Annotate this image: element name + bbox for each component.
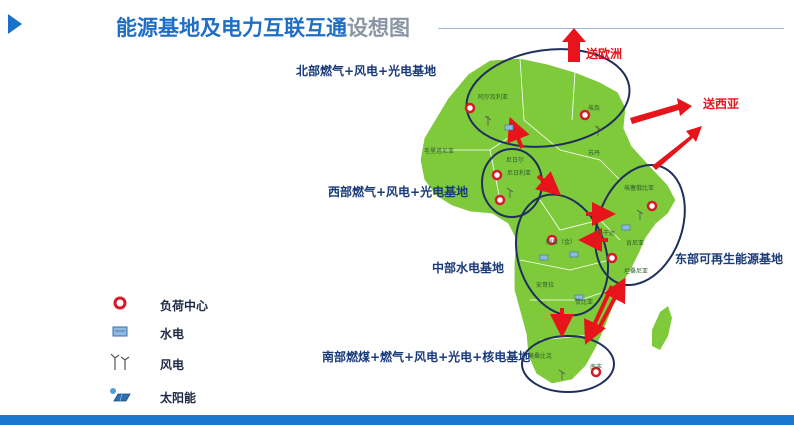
country-label: 坦桑尼亚 xyxy=(624,268,649,275)
legend-solar-label: 太阳能 xyxy=(160,391,197,405)
wind-icon xyxy=(636,209,644,220)
north-region-label: 北部燃气+风电+光电基地 xyxy=(296,64,437,78)
west-region-label: 西部燃气+风电+光电基地 xyxy=(328,185,469,199)
country-label: 莫桑比克 xyxy=(528,353,553,360)
wind-icon xyxy=(558,369,566,380)
wind-icon xyxy=(506,187,514,198)
interconnection-arrows xyxy=(507,28,702,345)
title-suffix: 设想图 xyxy=(347,16,410,40)
title-arrow-icon xyxy=(8,14,22,34)
east-region-label: 东部可再生能源基地 xyxy=(675,252,784,266)
load-center-icon xyxy=(646,200,658,212)
load-center-icon xyxy=(579,109,591,121)
hydro-icon xyxy=(621,224,631,231)
country-label: 埃塞俄比亚 xyxy=(624,185,655,192)
country-label: 肯尼亚 xyxy=(626,240,645,247)
title-underline xyxy=(438,28,784,29)
hydro-icon xyxy=(569,251,579,258)
country-label: 苏丹 xyxy=(588,150,601,157)
load-center-icon xyxy=(590,366,602,378)
country-label: 刚果（金） xyxy=(546,239,577,246)
export-europe-label: 送欧洲 xyxy=(586,47,623,61)
load-center-icon xyxy=(108,293,132,313)
south-region-label: 南部燃煤+燃气+风电+光电+核电基地 xyxy=(322,350,531,364)
country-label: 尼日利亚 xyxy=(507,170,532,177)
legend-wind-label: 风电 xyxy=(160,358,185,372)
country-label: 南非 xyxy=(590,364,603,371)
load-center-icon xyxy=(464,102,476,114)
page-title: 能源基地及电力互联互通设想图 xyxy=(116,12,410,42)
bottom-bar xyxy=(0,415,794,425)
legend-hydro xyxy=(108,321,132,341)
map-energy-markers xyxy=(484,115,644,380)
madagascar xyxy=(652,306,672,350)
wind-icon xyxy=(594,125,602,136)
legend-wind xyxy=(108,352,132,372)
wind-icon xyxy=(484,115,492,126)
load-center-icon xyxy=(494,194,506,206)
country-label: 毛里塔尼亚 xyxy=(424,148,455,155)
africa-landmass xyxy=(419,57,677,385)
legend-hydro-label: 水电 xyxy=(160,327,185,341)
hydro-icon xyxy=(504,124,514,131)
export-west-asia-label: 送西亚 xyxy=(703,97,740,111)
country-label: 安哥拉 xyxy=(536,282,555,289)
load-center-icon xyxy=(491,169,503,181)
country-label: 赞比亚 xyxy=(575,299,594,306)
title-main: 能源基地及电力互联互通 xyxy=(116,16,347,40)
hydro-icon xyxy=(539,254,549,261)
country-label: 乌干达 xyxy=(597,230,616,237)
country-label: 阿尔及利亚 xyxy=(478,94,509,101)
arrow-to-west-asia xyxy=(630,98,692,124)
legend-solar xyxy=(108,385,132,405)
hydro-icon xyxy=(108,321,132,341)
solar-panel-icon xyxy=(108,385,132,405)
country-label: 尼日尔 xyxy=(506,157,525,164)
map-load-centers xyxy=(464,102,658,378)
arrow-to-west-asia-2 xyxy=(652,126,702,170)
arrow-west-north xyxy=(535,171,562,196)
central-region-label: 中部水电基地 xyxy=(432,261,505,275)
legend-load-center-label: 负荷中心 xyxy=(160,299,209,313)
arrow-east-south-2 xyxy=(596,277,626,331)
legend-load-center xyxy=(108,293,132,313)
hydro-icon xyxy=(574,294,584,301)
arrow-north-west xyxy=(507,116,530,149)
arrow-to-europe xyxy=(562,28,586,62)
load-center-icon xyxy=(606,252,618,264)
country-label: 埃及 xyxy=(588,105,601,112)
wind-turbine-icon xyxy=(108,352,132,372)
load-center-icon xyxy=(546,234,558,246)
